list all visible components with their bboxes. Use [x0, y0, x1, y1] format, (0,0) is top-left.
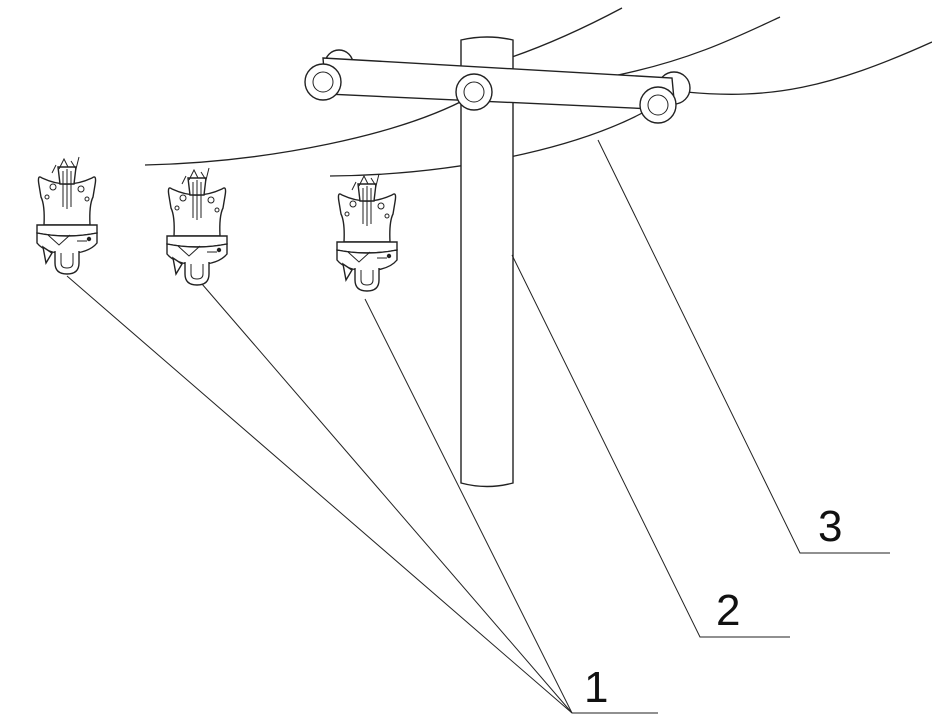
insulator-ring-right: [639, 86, 677, 124]
pole: [460, 36, 514, 488]
label-1: 1: [584, 663, 608, 712]
device-2: [166, 167, 228, 286]
device-3: [336, 173, 398, 292]
leader-lines: [66, 139, 890, 714]
conductor-top-right: [685, 41, 932, 95]
insulator-ring-left: [304, 63, 342, 101]
conductor-left: [144, 96, 471, 166]
leader-pole: [511, 254, 790, 638]
conductor-top-left: [511, 7, 623, 58]
insulator-ring-center: [455, 73, 493, 111]
crossarm: [304, 49, 691, 124]
label-3: 3: [818, 502, 842, 551]
leader-crossarm: [597, 139, 890, 554]
leader-device-1: [66, 275, 573, 714]
leader-device-3: [364, 298, 573, 714]
leader-device-2: [201, 283, 573, 714]
conductor-top-middle: [617, 16, 781, 76]
device-1: [36, 156, 98, 275]
label-2: 2: [716, 586, 740, 635]
